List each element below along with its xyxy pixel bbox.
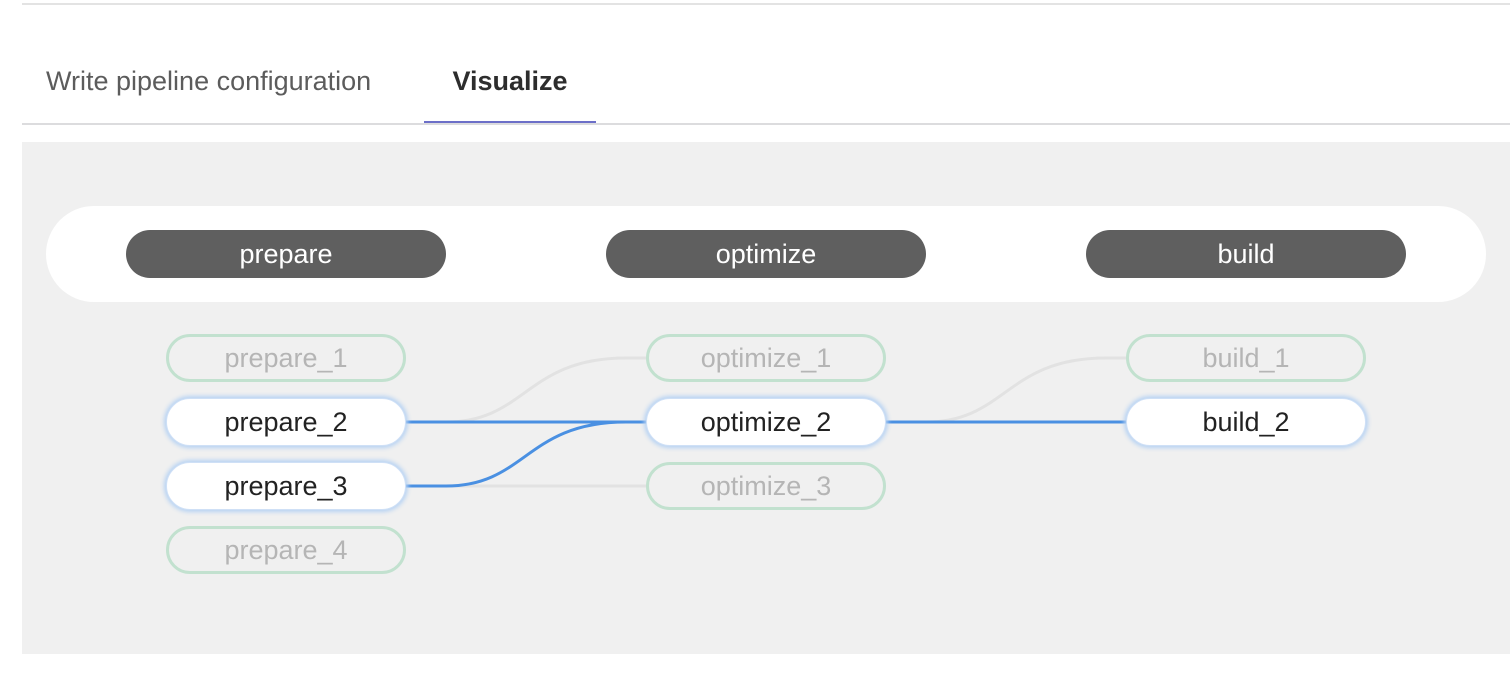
stage-pill-prepare: prepare — [126, 230, 446, 278]
stage-pill-build: build — [1086, 230, 1406, 278]
stage-pill-optimize: optimize — [606, 230, 926, 278]
pipeline-graph: prepare optimize build prepare_1 prepare_… — [22, 142, 1510, 654]
job-prepare-4[interactable]: prepare_4 — [166, 526, 406, 574]
job-name: prepare_1 — [224, 342, 348, 373]
tab-label: Write pipeline configuration — [46, 66, 372, 96]
tab-visualize[interactable]: Visualize — [424, 40, 596, 125]
job-prepare-1[interactable]: prepare_1 — [166, 334, 406, 382]
link-optimize-2-to-build-1 — [886, 356, 1126, 424]
stage-name: optimize — [715, 238, 817, 269]
job-build-1[interactable]: build_1 — [1126, 334, 1366, 382]
job-name: prepare_4 — [224, 534, 348, 565]
tab-write-pipeline-configuration[interactable]: Write pipeline configuration — [22, 40, 424, 123]
job-optimize-1[interactable]: optimize_1 — [646, 334, 886, 382]
stage-header-row: prepare optimize build — [46, 206, 1486, 302]
job-name: optimize_2 — [700, 406, 832, 437]
job-optimize-3[interactable]: optimize_3 — [646, 462, 886, 510]
stage-name: prepare — [239, 238, 333, 269]
link-prepare-3-to-optimize-2 — [406, 420, 646, 488]
job-build-2[interactable]: build_2 — [1126, 398, 1366, 446]
job-name: prepare_2 — [224, 406, 348, 437]
job-prepare-2[interactable]: prepare_2 — [166, 398, 406, 446]
top-divider — [22, 3, 1510, 5]
stage-name: build — [1217, 238, 1275, 269]
job-name: optimize_3 — [700, 470, 832, 501]
job-prepare-3[interactable]: prepare_3 — [166, 462, 406, 510]
job-optimize-2[interactable]: optimize_2 — [646, 398, 886, 446]
job-name: optimize_1 — [700, 342, 832, 373]
link-prepare-2-to-optimize-1 — [406, 356, 646, 424]
job-links — [406, 356, 1126, 488]
job-name: prepare_3 — [224, 470, 348, 501]
job-name: build_1 — [1202, 342, 1290, 373]
tabs-divider — [22, 123, 1510, 125]
tab-label: Visualize — [452, 66, 568, 96]
editor-tabs: Write pipeline configuration Visualize — [22, 40, 1510, 125]
job-name: build_2 — [1202, 406, 1290, 437]
